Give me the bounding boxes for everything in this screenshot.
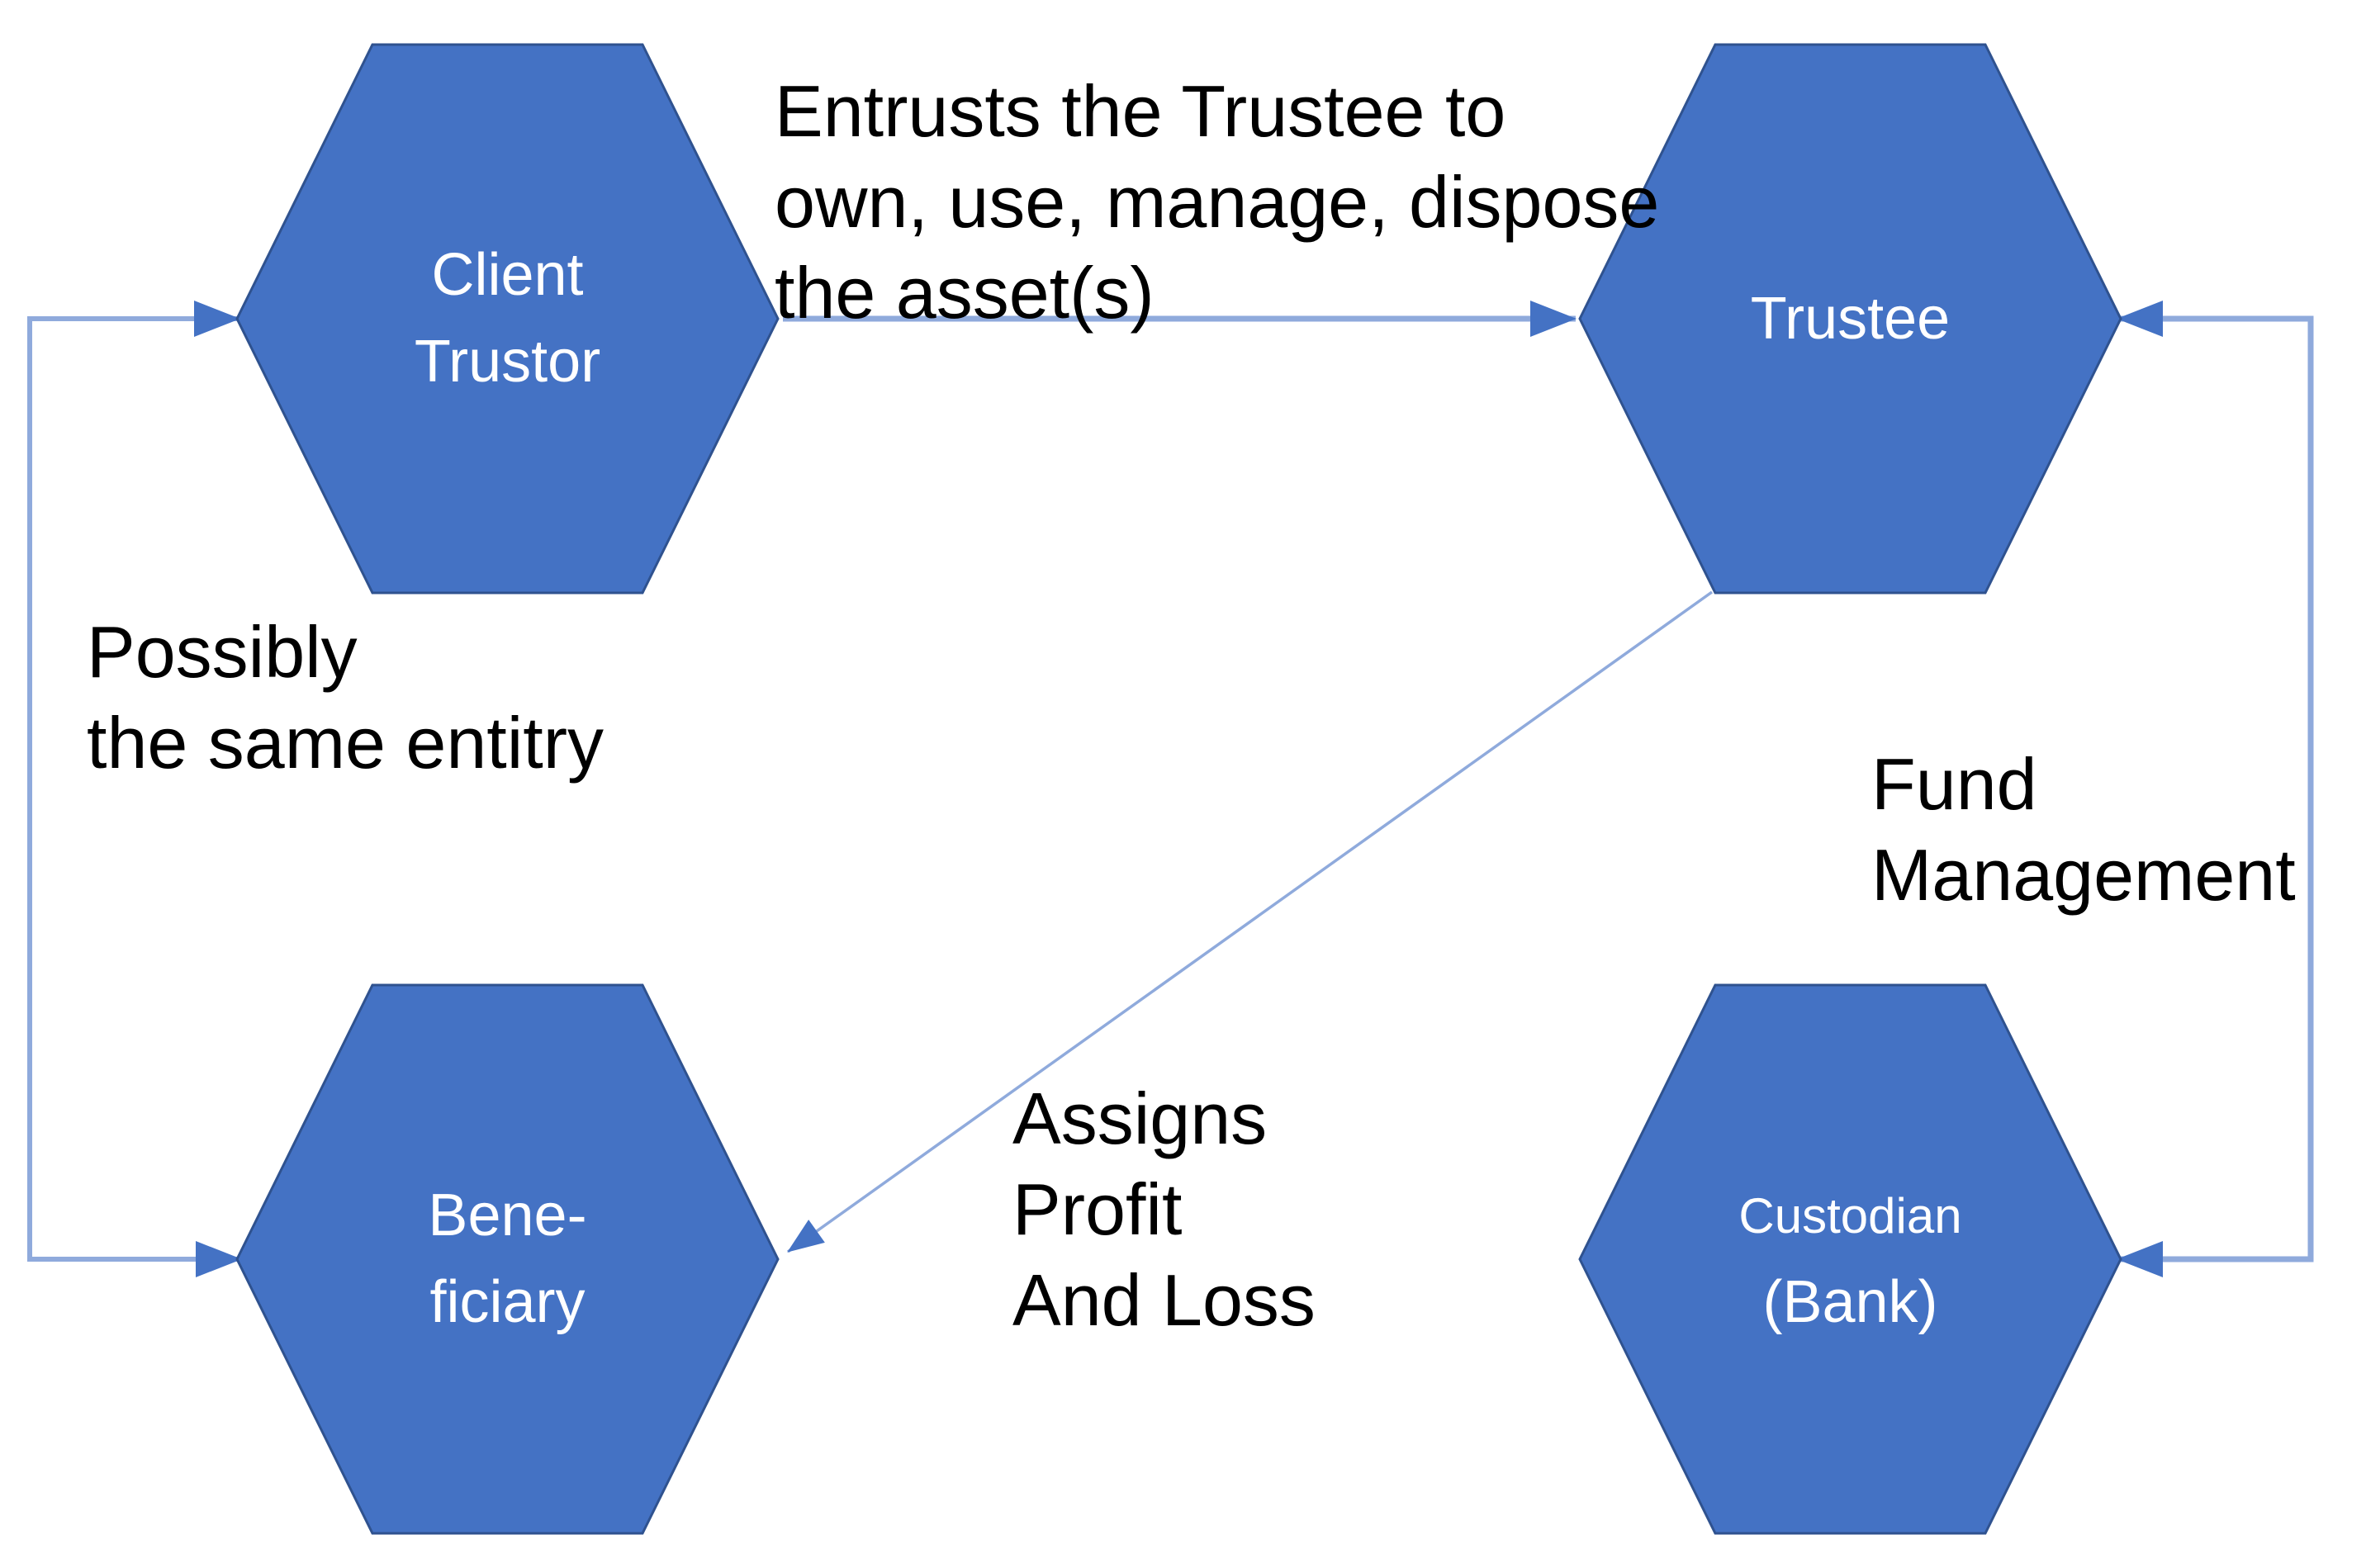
hexagon-custodian: [1578, 983, 2122, 1535]
hexagon-trustee: [1578, 43, 2122, 595]
connector-assigns-profit-loss: [786, 590, 1714, 1253]
hexagon-client-trustor: [235, 43, 780, 595]
edge-label-fund-management: Fund Management: [1871, 743, 2296, 916]
connector-fund-management: [2117, 301, 2314, 1277]
edge-label-assigns-profit-loss: Assigns Profit And Loss: [1012, 1078, 1316, 1341]
hexagon-beneficiary: [235, 983, 780, 1535]
edge-label-possibly-same-entity: Possibly the same entitry: [87, 611, 605, 784]
connector-possibly-same-entity: [27, 301, 242, 1277]
edge-label-entrust: Entrusts the Trustee to own, use, manage…: [775, 70, 1660, 334]
